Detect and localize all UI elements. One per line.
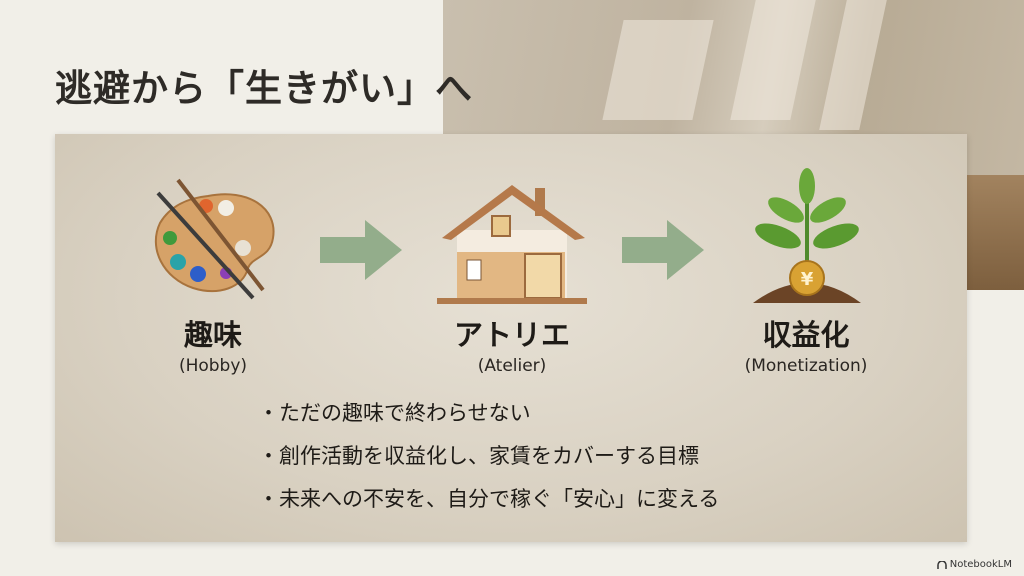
step-label-hobby: 趣味 xyxy=(183,318,242,352)
arrow-right-icon xyxy=(320,220,402,280)
bullet-item: 未来への不安を、自分で稼ぐ「安心」に変える xyxy=(258,484,719,527)
bullet-item: 創作活動を収益化し、家賃をカバーする目標 xyxy=(258,441,719,484)
notebooklm-logo-icon xyxy=(937,560,947,569)
palette-icon xyxy=(154,178,275,300)
step-label-atelier: アトリエ xyxy=(453,318,570,352)
house-icon xyxy=(437,185,587,304)
step-sub-hobby: (Hobby) xyxy=(178,356,248,376)
bullet-item: ただの趣味で終わらせない xyxy=(258,398,719,441)
step-sub-atelier: (Atelier) xyxy=(477,356,547,376)
bullet-list: ただの趣味で終わらせない 創作活動を収益化し、家賃をカバーする目標 未来への不安… xyxy=(258,398,719,527)
step-sub-monetization: (Monetization) xyxy=(744,356,868,376)
brand-watermark: NotebookLM xyxy=(937,559,1012,570)
sprout-coin-icon: ¥ xyxy=(753,168,861,303)
arrow-right-icon xyxy=(622,220,704,280)
yen-symbol: ¥ xyxy=(801,269,814,290)
brand-name: NotebookLM xyxy=(949,559,1012,570)
slide-title: 逃避から「生きがい」へ xyxy=(55,66,473,110)
step-label-monetization: 収益化 xyxy=(762,318,850,352)
wood-texture xyxy=(967,175,1024,290)
